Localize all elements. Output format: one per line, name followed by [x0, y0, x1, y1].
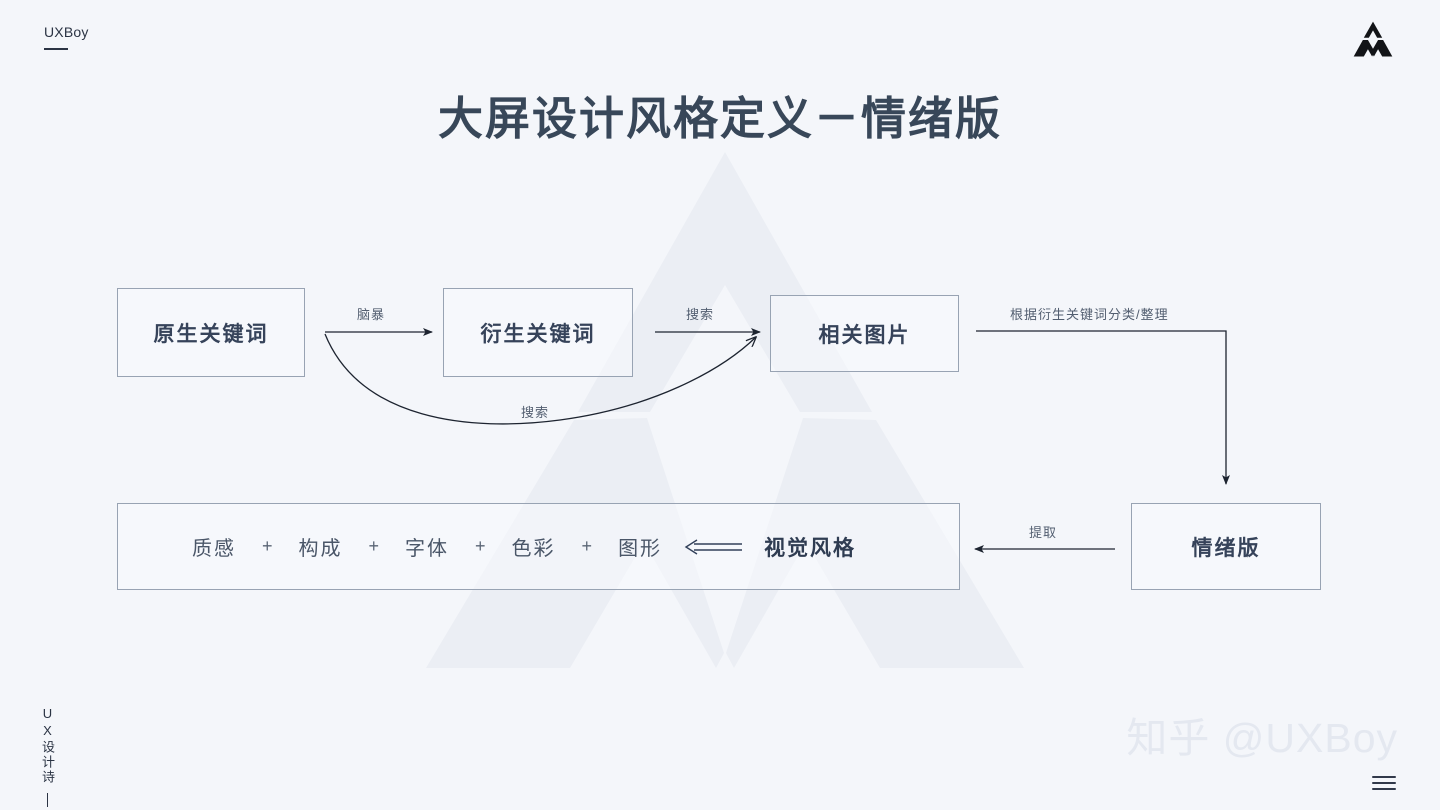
flow-node-label: 相关图片: [818, 323, 911, 347]
flow-node-derived-keywords[interactable]: 衍生关键词: [443, 288, 633, 377]
style-separator: +: [262, 536, 273, 556]
brand-rule: [44, 48, 68, 50]
vertical-caption-rule: [47, 793, 48, 807]
edge-classify-elbow: [976, 330, 1230, 485]
triangle-chevron-logo-icon: [1353, 21, 1393, 57]
style-token-composition: 构成: [298, 538, 343, 560]
style-row-content: 质感 + 构成 + 字体 + 色彩 + 图形 视觉风格: [118, 532, 959, 562]
style-token-texture: 质感: [192, 538, 236, 560]
edge-label-extract: 提取: [1029, 525, 1058, 540]
style-token-color: 色彩: [511, 538, 556, 560]
page-title: 大屏设计风格定义－情绪版: [437, 93, 1002, 144]
vertical-caption-text: UX设计诗: [40, 706, 55, 785]
style-result-label: 视觉风格: [764, 536, 857, 560]
hamburger-menu-icon[interactable]: [1372, 776, 1396, 790]
hamburger-line: [1372, 782, 1396, 784]
flow-node-visual-style-row[interactable]: 质感 + 构成 + 字体 + 色彩 + 图形 视觉风格: [117, 503, 960, 590]
hamburger-line: [1372, 788, 1396, 790]
hamburger-line: [1372, 776, 1396, 778]
double-left-arrow-icon: [684, 538, 744, 555]
style-separator: +: [368, 536, 380, 556]
zhihu-watermark: 知乎 @UXBoy: [1126, 715, 1398, 761]
flow-node-related-images[interactable]: 相关图片: [770, 295, 959, 372]
flow-node-label: 情绪版: [1191, 536, 1261, 560]
edge-label-search-straight: 搜索: [686, 307, 715, 322]
edge-label-search-curved: 搜索: [521, 405, 550, 420]
flow-node-label: 原生关键词: [153, 322, 269, 346]
style-separator: +: [475, 536, 486, 556]
flow-node-label: 衍生关键词: [480, 322, 596, 346]
flow-node-mood-board[interactable]: 情绪版: [1131, 503, 1321, 590]
brand-name: UXBoy: [44, 24, 89, 40]
style-token-graphics: 图形: [618, 538, 663, 560]
edge-label-brainstorm: 脑暴: [357, 307, 386, 322]
edge-label-classify: 根据衍生关键词分类/整理: [1010, 307, 1169, 322]
style-separator: +: [581, 536, 593, 556]
brand-block: UXBoy: [44, 24, 89, 50]
vertical-caption-block: UX设计诗: [40, 706, 55, 807]
flow-node-native-keywords[interactable]: 原生关键词: [117, 288, 305, 377]
style-token-typeface: 字体: [405, 538, 450, 560]
